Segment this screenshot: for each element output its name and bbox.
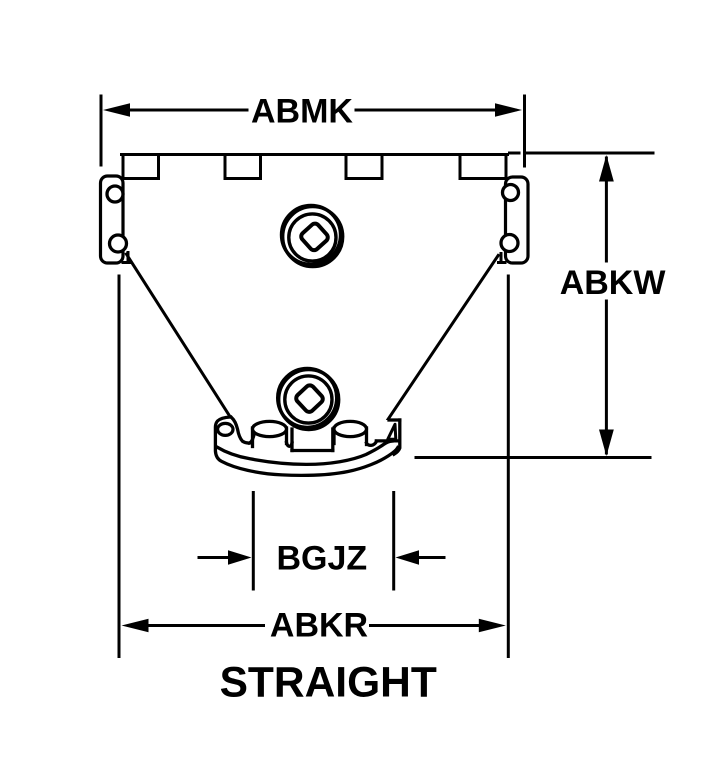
svg-text:BGJZ: BGJZ <box>276 539 367 577</box>
svg-text:ABMK: ABMK <box>251 93 353 131</box>
svg-text:STRAIGHT: STRAIGHT <box>220 660 437 707</box>
svg-text:ABKW: ABKW <box>560 264 667 302</box>
svg-text:ABKR: ABKR <box>270 607 368 645</box>
